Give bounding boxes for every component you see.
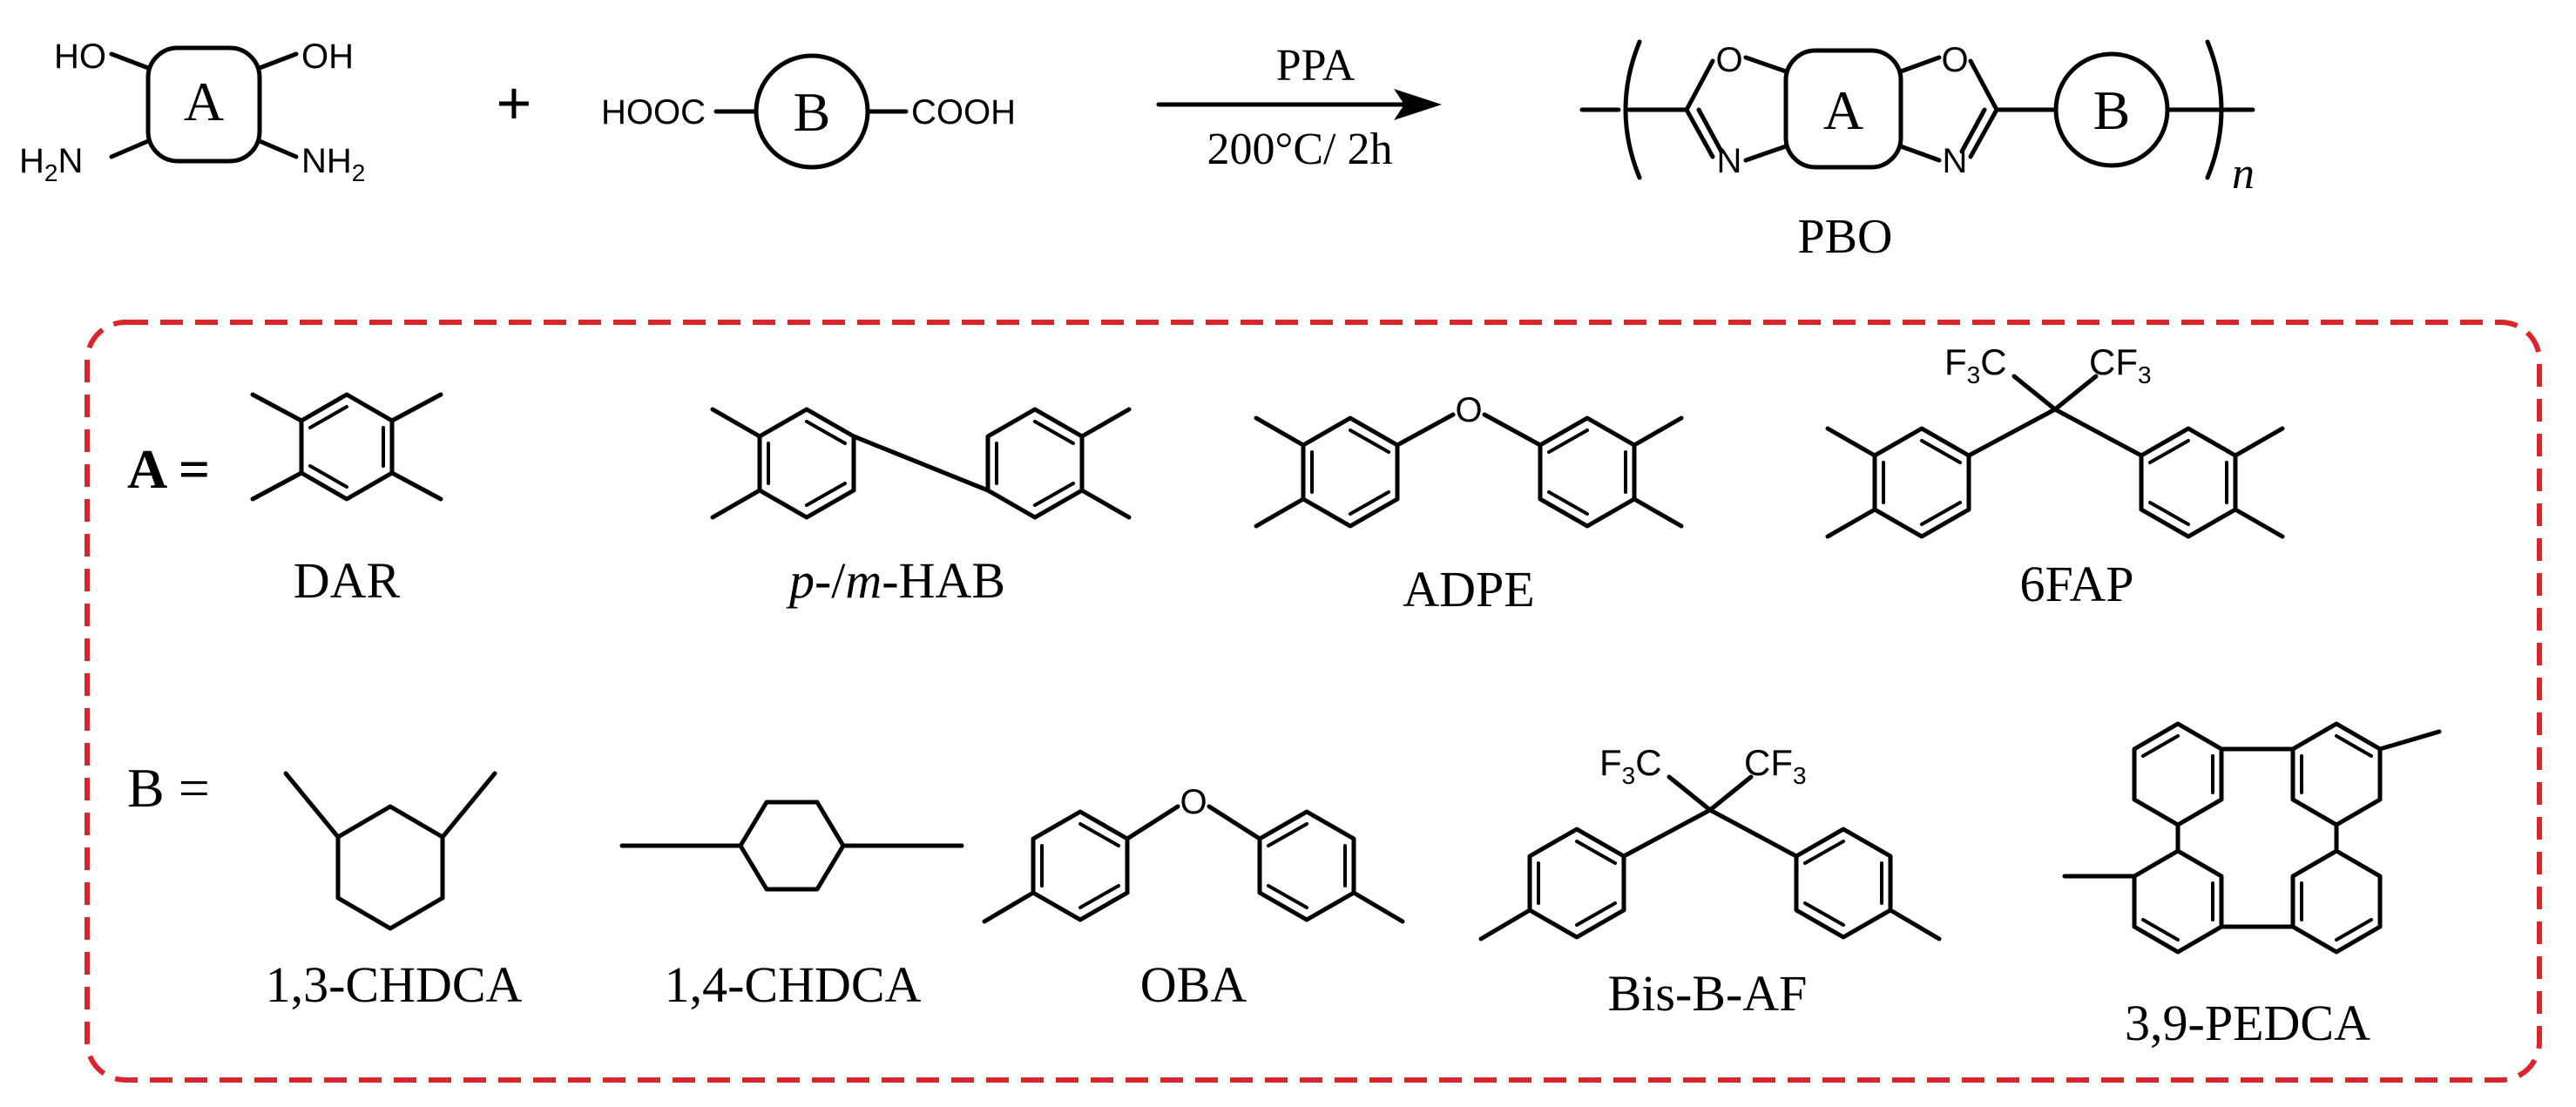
right-group: COOH <box>911 93 1016 132</box>
reactant-b: HOOC B COOH <box>601 53 1016 170</box>
ox-right-n-c <box>1968 107 1999 159</box>
reaction-arrow: PPA 200°C/ 2h <box>1156 41 1442 174</box>
6fap-cf3-left: F3C <box>1944 341 2007 388</box>
reagent: PPA <box>1276 41 1356 91</box>
bond-br <box>257 138 299 159</box>
row-a-prefix: A = <box>127 438 210 500</box>
row-b-prefix: B = <box>127 757 210 819</box>
ox-right-o-c <box>1968 58 1999 112</box>
monomer-dar: DAR <box>250 392 443 609</box>
left-group: HOOC <box>601 93 706 132</box>
ring-b-label: B <box>794 81 831 143</box>
subst-br: NH2 <box>301 142 365 186</box>
ring-a-box <box>145 45 262 164</box>
monomer-6fap: F3C CF3 6FAP <box>1825 341 2285 612</box>
adpe-label: ADPE <box>1403 561 1534 618</box>
bond-tr <box>257 51 299 71</box>
product-ring-a <box>1783 48 1903 170</box>
arrow-head <box>1394 89 1442 120</box>
monomer-13-chdca: 1,3-CHDCA <box>266 771 523 1013</box>
ox-left-c-o <box>1684 58 1715 112</box>
monomer-adpe: O ADPE <box>1254 391 1684 618</box>
13-chdca-label: 1,3-CHDCA <box>266 956 523 1013</box>
dar-ring <box>299 392 395 502</box>
ox-left-o-c <box>1743 55 1788 74</box>
bisbaf-label: Bis-B-AF <box>1608 965 1808 1022</box>
repeat-n: n <box>2232 149 2255 199</box>
adpe-o: O <box>1455 391 1482 429</box>
monomer-bis-b-af: F3C CF3 Bis-B-AF <box>1478 742 1942 1022</box>
6fap-cf3-right: CF3 <box>2089 341 2152 388</box>
monomer-39-pedca: 3,9-PEDCA <box>2062 721 2442 1051</box>
product-pbo: O N A O N B n PBO <box>1579 39 2255 264</box>
dar-label: DAR <box>294 552 401 609</box>
plus-sign: + <box>497 69 532 137</box>
bond-bl <box>109 138 151 159</box>
ox-right-c-n <box>1898 144 1942 163</box>
subst-bl: H2N <box>19 142 83 186</box>
hab-label: p-/m-HAB <box>786 552 1005 609</box>
reactant-a: A HO OH H2N NH2 <box>19 37 365 186</box>
o-left: O <box>1715 41 1742 79</box>
39-pedca-label: 3,9-PEDCA <box>2125 995 2370 1051</box>
ox-right-n-c-double <box>1959 107 1987 154</box>
ox-right-c-o <box>1898 55 1942 74</box>
ox-left-c-n-double <box>1696 107 1724 154</box>
oba-o: O <box>1180 783 1207 821</box>
condition: 200°C/ 2h <box>1207 125 1393 174</box>
product-ring-a-label: A <box>1823 79 1863 141</box>
subst-tl: HO <box>54 37 106 76</box>
6fap-label: 6FAP <box>2019 556 2133 612</box>
monomer-14-chdca: 1,4-CHDCA <box>619 800 964 1013</box>
14-chdca-label: 1,4-CHDCA <box>665 956 922 1013</box>
ox-left-n-c <box>1743 144 1788 163</box>
product-ring-b-label: B <box>2093 79 2131 141</box>
oba-label: OBA <box>1140 956 1247 1013</box>
ring-a-label: A <box>184 71 224 132</box>
n-left: N <box>1717 142 1742 180</box>
bisbaf-cf3-left: F3C <box>1599 742 1662 789</box>
bracket-right <box>2205 39 2224 180</box>
product-name: PBO <box>1798 210 1893 264</box>
monomer-hab: p-/m-HAB <box>710 407 1132 609</box>
subst-tr: OH <box>301 37 354 76</box>
n-right: N <box>1943 142 1968 180</box>
monomer-frame <box>85 320 2542 1083</box>
o-right: O <box>1941 41 1968 79</box>
ox-left-c-n <box>1684 107 1715 159</box>
bisbaf-cf3-right: CF3 <box>1744 742 1807 789</box>
bond-tl <box>109 51 151 71</box>
monomer-oba: O OBA <box>982 783 1405 1013</box>
bracket-left <box>1623 39 1642 180</box>
